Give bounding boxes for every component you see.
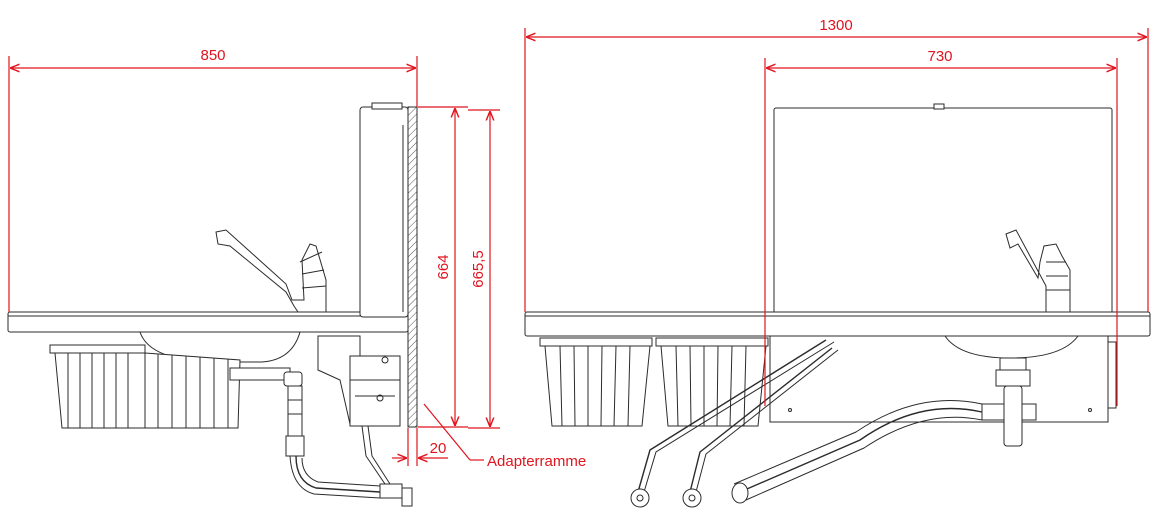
faucet-front <box>1005 229 1071 313</box>
valve-knob-left <box>630 488 650 508</box>
dimension-730: 730 <box>764 48 1118 406</box>
adapter-frame-callout: Adapterramme <box>423 403 586 470</box>
supply-hoses <box>630 339 839 508</box>
adapter-frame-label: Adapterramme <box>487 453 586 470</box>
adapter-frame <box>407 106 418 428</box>
dimension-label-850: 850 <box>200 47 225 64</box>
dimension-665-5: 665,5 <box>468 109 500 429</box>
dimension-850: 850 <box>8 47 418 312</box>
side-view: 850 664 665,5 20 Adapterramm <box>7 47 586 507</box>
dimension-label-1300: 1300 <box>819 17 852 34</box>
dimension-label-20: 20 <box>430 440 447 457</box>
dimension-label-664: 664 <box>435 254 452 279</box>
dimension-1300: 1300 <box>524 17 1149 312</box>
dimension-664: 664 <box>418 106 468 428</box>
basket-side <box>49 344 241 429</box>
dimension-20: 20 <box>392 428 448 466</box>
faucet-side <box>215 229 327 313</box>
drain-trap-front <box>731 357 1037 504</box>
mount-bracket <box>317 335 401 485</box>
front-view: 1300 730 <box>524 17 1151 508</box>
dimension-label-665-5: 665,5 <box>470 250 487 288</box>
valve-knob-right <box>682 488 702 508</box>
wall-panel <box>359 106 409 318</box>
basket-front-right <box>655 337 769 427</box>
basket-front-left <box>539 337 653 427</box>
drain-trap-side <box>229 367 413 507</box>
countertop-side <box>7 311 409 333</box>
drain-hose-end <box>731 482 749 504</box>
dimension-label-730: 730 <box>927 48 952 65</box>
